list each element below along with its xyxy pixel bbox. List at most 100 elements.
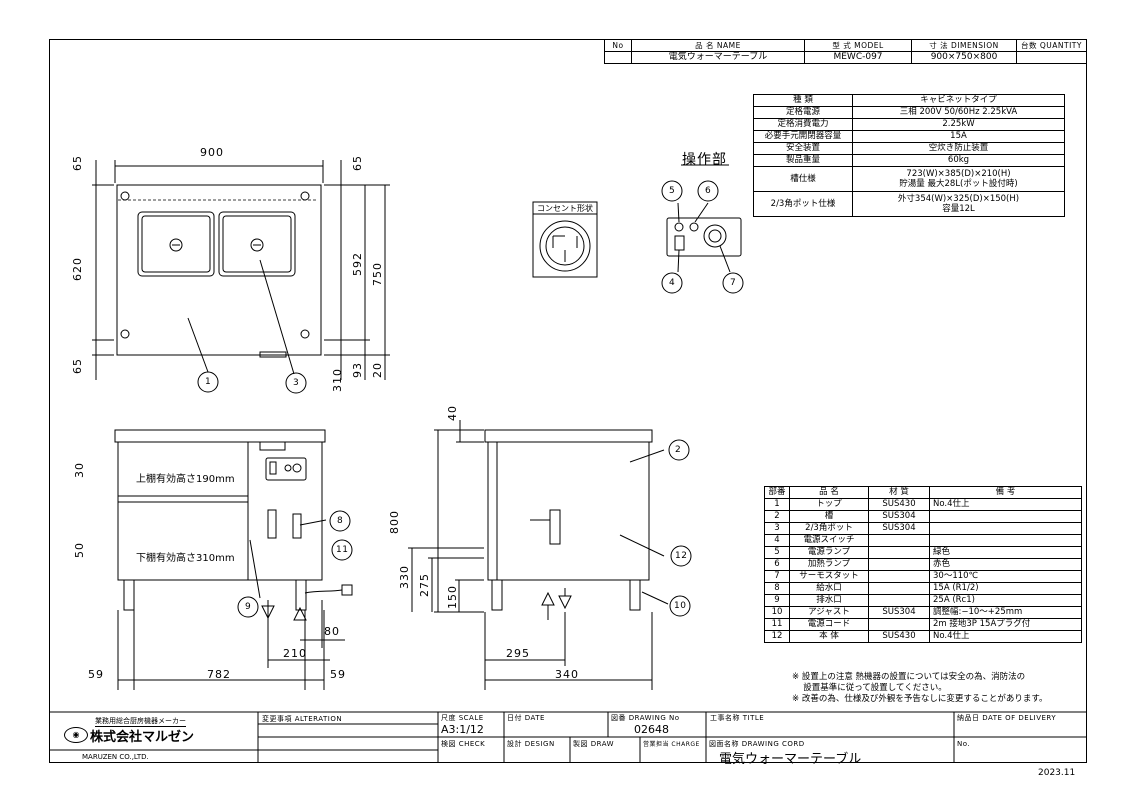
- dim-330: 330: [398, 565, 411, 589]
- company-name-en: MARUZEN CO.,LTD.: [82, 753, 149, 761]
- shelf-upper-label: 上棚有効高さ190mm: [136, 474, 235, 485]
- scale-value: A3:1/12: [441, 723, 484, 736]
- header-table: No 品 名 NAME 型 式 MODEL 寸 法 DIMENSION 台数 Q…: [604, 39, 1087, 64]
- dim-59-left: 59: [88, 668, 104, 681]
- company-logo-icon: ◉: [64, 727, 88, 743]
- parts-cell: 排水口: [789, 594, 869, 607]
- drawing-frame: [49, 39, 1087, 763]
- parts-cell: [868, 534, 930, 547]
- dim-340: 340: [555, 668, 579, 681]
- parts-cell: [868, 618, 930, 631]
- parts-cell: SUS430: [868, 630, 930, 643]
- parts-cell: 2: [764, 510, 790, 523]
- delivery-label: 納品日 DATE OF DELIVERY: [957, 714, 1057, 722]
- balloon-7: 7: [730, 278, 737, 288]
- parts-cell: 9: [764, 594, 790, 607]
- dim-750: 750: [371, 262, 384, 286]
- scale-label: 尺度 SCALE: [441, 714, 484, 722]
- parts-cell: No.4仕上: [929, 498, 1082, 511]
- drawing-code-label: 図面名称 DRAWING CORD: [709, 740, 805, 748]
- dim-65-top: 65: [71, 155, 84, 171]
- balloon-9: 9: [245, 602, 252, 612]
- design-label: 設計 DESIGN: [507, 740, 555, 748]
- parts-header: 部番: [764, 486, 790, 499]
- drawing-name: 電気ウォーマーテーブル: [719, 752, 862, 767]
- balloon-10: 10: [674, 601, 687, 611]
- parts-cell: 赤色: [929, 558, 1082, 571]
- balloon-8: 8: [337, 516, 344, 526]
- dim-295: 295: [506, 647, 530, 660]
- spec-value-sub: 貯湯量 最大28L(ポット設付時): [899, 179, 1018, 189]
- parts-cell: 30〜110℃: [929, 570, 1082, 583]
- parts-cell: 8: [764, 582, 790, 595]
- spec-table: 種 類キャビネットタイプ 定格電源三相 200V 50/60Hz 2.25kVA…: [753, 94, 1065, 217]
- spec-value: 外寸354(W)×325(D)×150(H): [897, 194, 1020, 204]
- parts-cell: 11: [764, 618, 790, 631]
- parts-cell: [868, 558, 930, 571]
- dim-80: 80: [324, 625, 340, 638]
- parts-header: 材 質: [868, 486, 930, 499]
- dim-150: 150: [446, 585, 459, 609]
- note-line: ※ 設置上の注意 熱機器の設置については安全の為、消防法の: [792, 672, 1026, 682]
- parts-cell: 電源スイッチ: [789, 534, 869, 547]
- dim-20: 20: [371, 362, 384, 378]
- title-label: 工事名称 TITLE: [710, 714, 765, 722]
- dim-40: 40: [446, 405, 459, 421]
- product-dimension: 900×750×800: [911, 51, 1017, 64]
- parts-cell: サーモスタット: [789, 570, 869, 583]
- parts-cell: 15A (R1/2): [929, 582, 1082, 595]
- charge-label: 営業担当 CHARGE: [643, 741, 700, 748]
- parts-cell: No.4仕上: [929, 630, 1082, 643]
- parts-cell: [929, 534, 1082, 547]
- dim-65-right: 65: [351, 155, 364, 171]
- parts-cell: 緑色: [929, 546, 1082, 559]
- dim-310: 310: [331, 368, 344, 392]
- parts-cell: SUS430: [868, 498, 930, 511]
- outlet-label: コンセント形状: [537, 204, 593, 213]
- parts-cell: [929, 510, 1082, 523]
- dim-782: 782: [207, 668, 231, 681]
- note-line: 設置基準に従って設置してください。: [792, 683, 947, 693]
- parts-cell: [929, 522, 1082, 535]
- alteration-label: 変更事項 ALTERATION: [262, 715, 343, 723]
- dim-620: 620: [71, 257, 84, 281]
- parts-header: 備 考: [929, 486, 1082, 499]
- spec-value: 723(W)×385(D)×210(H): [906, 169, 1011, 179]
- shelf-lower-label: 下棚有効高さ310mm: [136, 553, 235, 564]
- parts-cell: トップ: [789, 498, 869, 511]
- balloon-11: 11: [336, 545, 349, 555]
- parts-cell: 5: [764, 546, 790, 559]
- parts-cell: 調整幅:−10〜+25mm: [929, 606, 1082, 619]
- note-line: ※ 改善の為、仕様及び外観を予告なしに変更することがあります。: [792, 694, 1048, 704]
- balloon-12: 12: [675, 551, 688, 561]
- dim-50: 50: [73, 542, 86, 558]
- balloon-4: 4: [669, 278, 676, 288]
- dim-592: 592: [351, 252, 364, 276]
- parts-cell: 2/3角ポット: [789, 522, 869, 535]
- outlet-box: [532, 201, 598, 278]
- dim-275: 275: [418, 573, 431, 597]
- drawing-no: 02648: [634, 723, 669, 736]
- maker-tag: 業務用総合厨房機器メーカー: [95, 717, 186, 727]
- parts-cell: 1: [764, 498, 790, 511]
- dim-65-bottom: 65: [71, 358, 84, 374]
- parts-cell: 25A (Rc1): [929, 594, 1082, 607]
- parts-cell: SUS304: [868, 522, 930, 535]
- parts-cell: 加熱ランプ: [789, 558, 869, 571]
- parts-cell: [868, 570, 930, 583]
- check-label: 検図 CHECK: [441, 740, 486, 748]
- date-label: 日付 DATE: [507, 714, 545, 722]
- parts-cell: [868, 582, 930, 595]
- parts-cell: 7: [764, 570, 790, 583]
- drawing-no-label: 図番 DRAWING No: [611, 714, 680, 722]
